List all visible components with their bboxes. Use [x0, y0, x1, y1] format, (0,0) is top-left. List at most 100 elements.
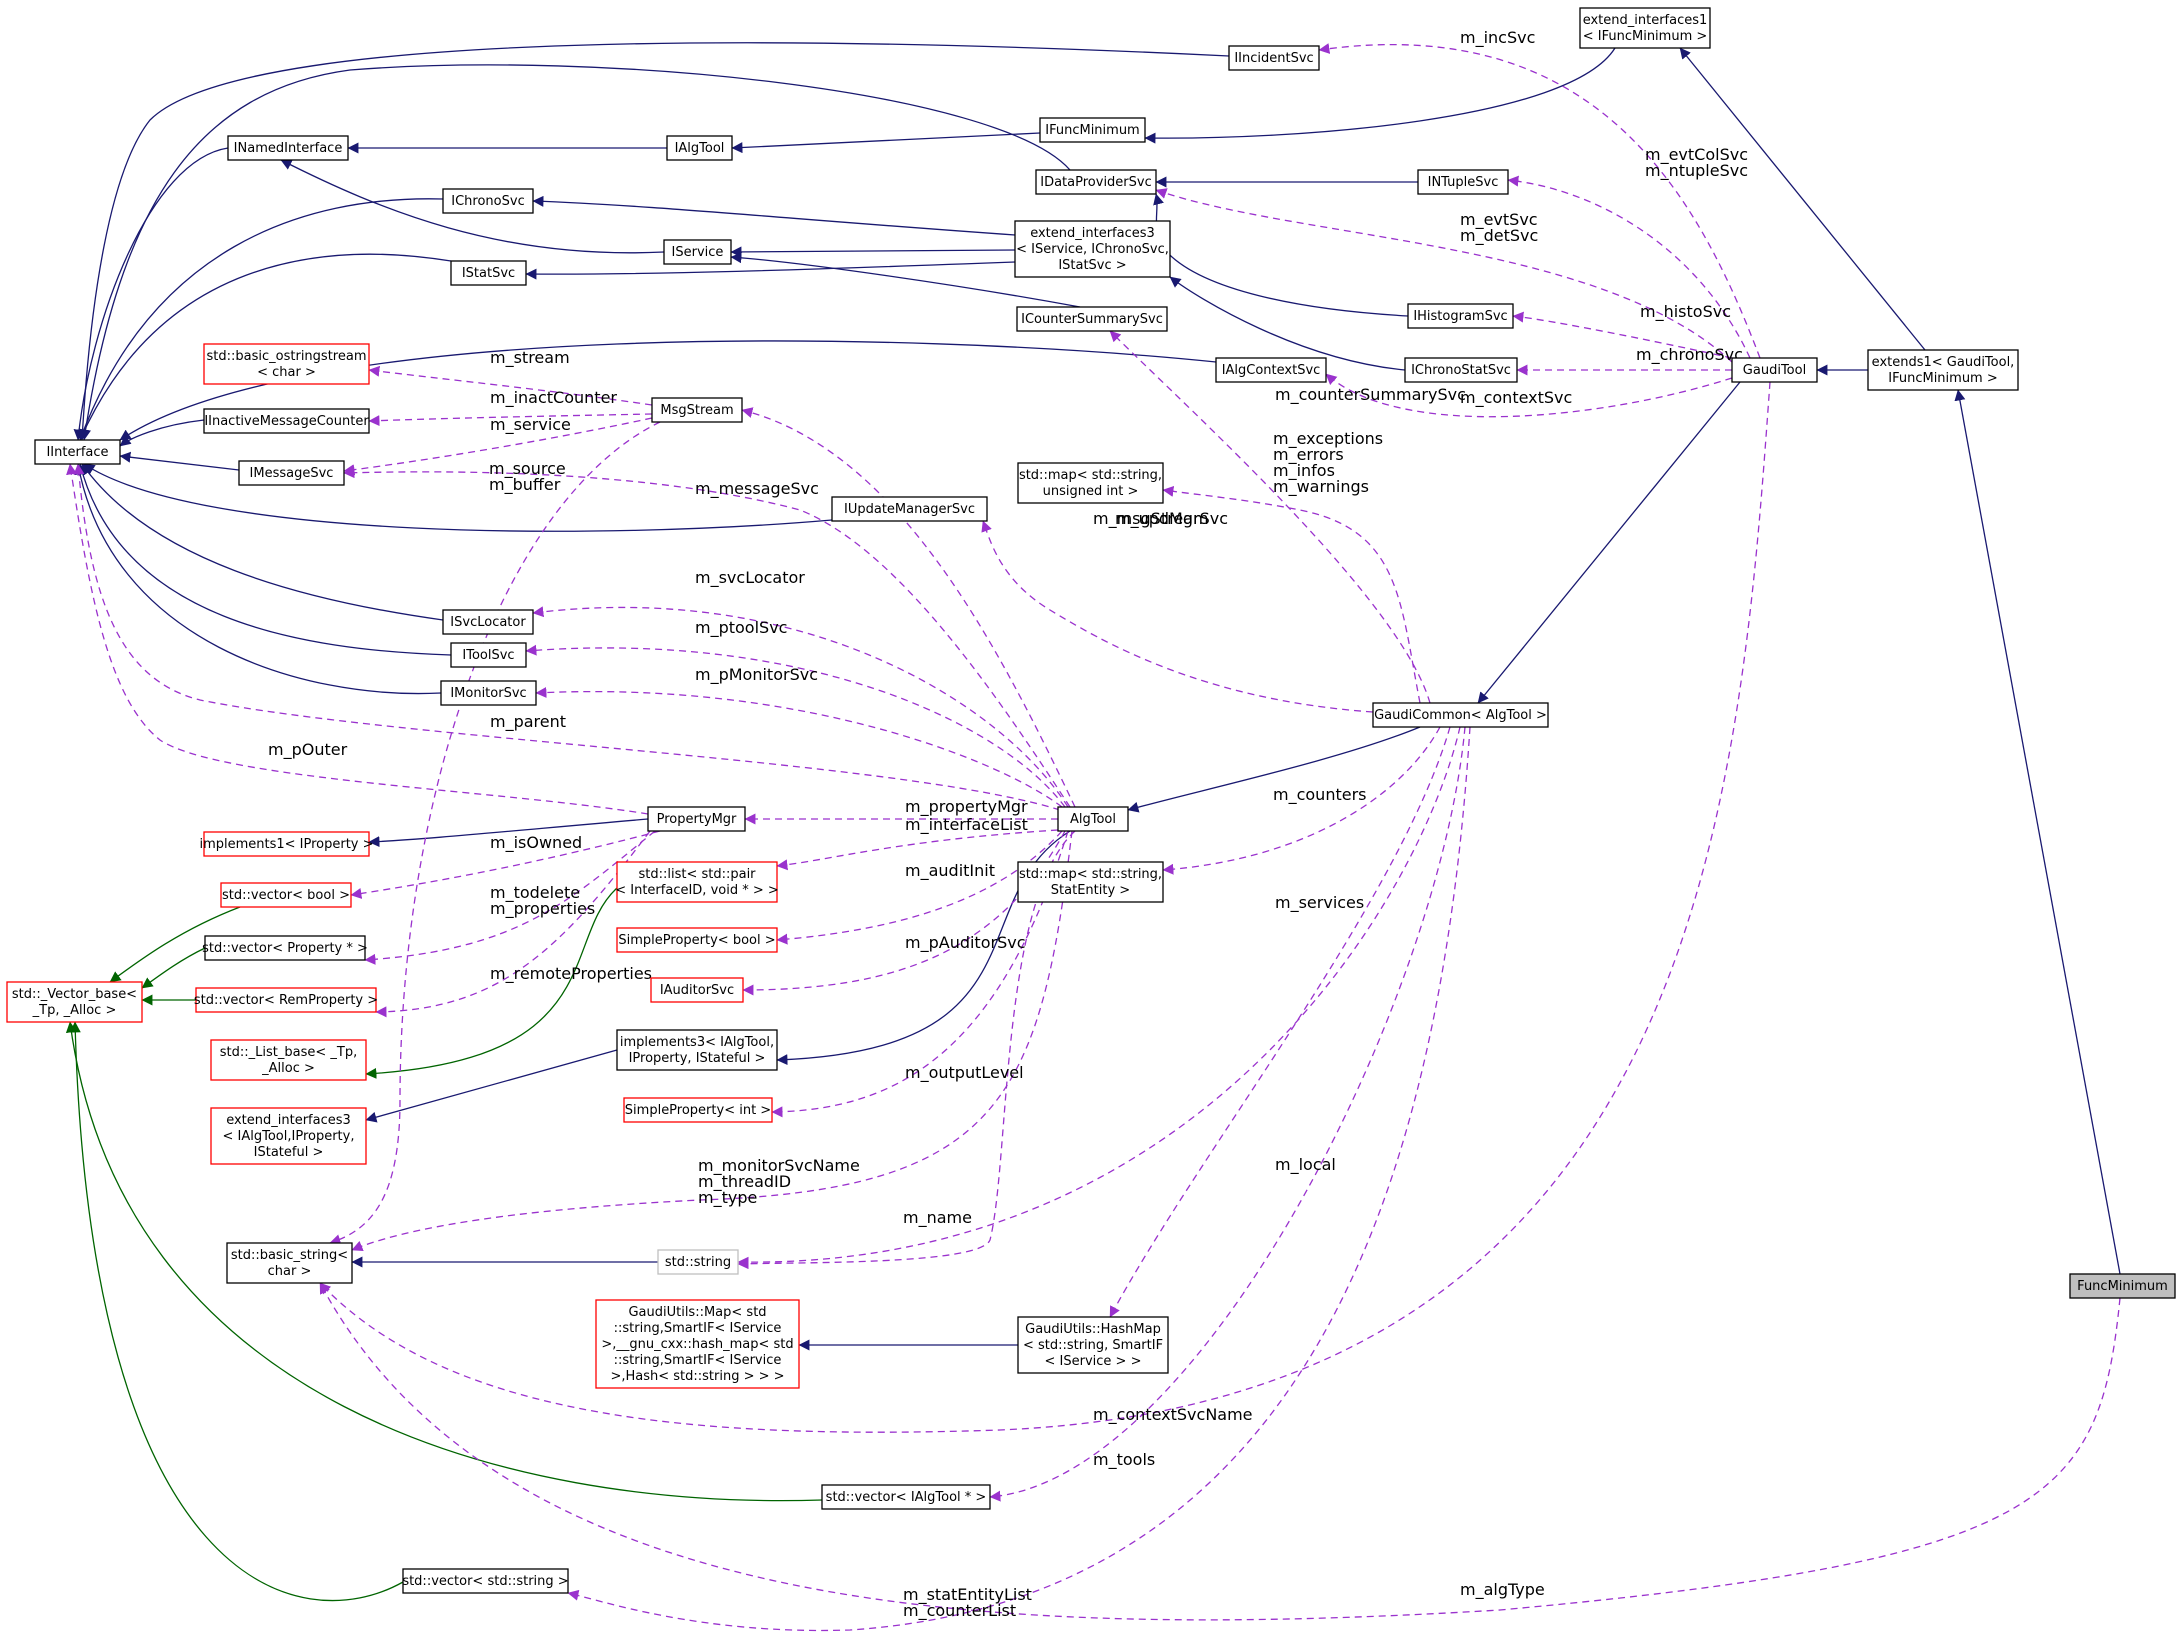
class-node-ichrono-stat-svc[interactable]: IChronoStatSvc: [1404, 357, 1518, 383]
inheritance-edge-implements3-to-extend-interfaces3b: [365, 1049, 618, 1123]
inheritance-edge-vector-property-to-vector-base: [141, 947, 206, 989]
class-node-inamed-interface[interactable]: INamedInterface: [227, 135, 349, 161]
class-node-ifunc-minimum[interactable]: IFuncMinimum: [1039, 117, 1146, 143]
edge-label-line: m_statEntityList: [903, 1585, 1032, 1605]
class-node-iauditor-svc[interactable]: IAuditorSvc: [650, 977, 744, 1003]
edge-label-alg-tool-to-imonitor-svc: m_pMonitorSvc: [695, 665, 818, 685]
class-node-label-line: MsgStream: [660, 403, 733, 418]
inheritance-edge-extend-interfaces3-to-istat-svc: [525, 261, 1016, 280]
usage-edge-alg-tool-to-iauditor-svc: [742, 830, 1066, 996]
class-node-vector-ialgtool[interactable]: std::vector< IAlgTool * >: [821, 1484, 991, 1510]
class-node-implements3[interactable]: implements3< IAlgTool,IProperty, IStatef…: [616, 1029, 778, 1071]
class-node-label-line: IService: [672, 245, 724, 260]
class-node-extend-interfaces3b[interactable]: extend_interfaces3< IAlgTool,IProperty,I…: [210, 1107, 367, 1165]
class-node-label-line: ::string,SmartIF< IService: [614, 1321, 782, 1336]
class-node-simple-property-bool[interactable]: SimpleProperty< bool >: [616, 927, 778, 953]
inheritance-edge-imessage-svc-to-iinterface: [119, 451, 240, 471]
class-node-icounter-summary-svc[interactable]: ICounterSummarySvc: [1016, 306, 1168, 332]
class-node-extends1[interactable]: extends1< GaudiTool,IFuncMinimum >: [1867, 349, 2019, 391]
edge-label-line: m_algType: [1460, 1580, 1545, 1600]
class-node-label-line: IInactiveMessageCounter: [204, 414, 369, 429]
usage-edge-property-mgr-to-iinterface: [66, 463, 649, 815]
usage-edge-alg-tool-to-simple-property-int: [771, 830, 1069, 1118]
edge-label-line: m_incSvc: [1460, 28, 1535, 48]
class-node-list-pair[interactable]: std::list< std::pair< InterfaceID, void …: [615, 861, 779, 903]
class-node-imonitor-svc[interactable]: IMonitorSvc: [440, 680, 537, 706]
edge-label-line: m_isOwned: [490, 833, 582, 853]
inheritance-edge-list-pair-to-list-base: [365, 887, 618, 1079]
class-node-vector-remprop[interactable]: std::vector< RemProperty >: [194, 987, 378, 1013]
class-node-label-line: extends1< GaudiTool,: [1872, 355, 2015, 370]
class-node-itool-svc[interactable]: IToolSvc: [450, 642, 527, 668]
node-layer: IInterface INamedInterface IAlgTool IFuncMi…: [6, 7, 2176, 1594]
class-node-intuple-svc[interactable]: INTupleSvc: [1417, 169, 1509, 195]
class-node-gaudi-utils-hash-map[interactable]: GaudiUtils::HashMap< std::string, SmartI…: [1017, 1316, 1169, 1374]
class-node-iinterface[interactable]: IInterface: [34, 439, 121, 465]
inheritance-edge-ialg-context-svc-to-iinterface: [119, 340, 1217, 441]
class-node-property-mgr[interactable]: PropertyMgr: [647, 806, 746, 832]
class-node-vector-base[interactable]: std::_Vector_base<_Tp, _Alloc >: [6, 981, 143, 1023]
class-node-extend-interfaces3[interactable]: extend_interfaces3< IService, IChronoSvc…: [1014, 220, 1171, 278]
edge-label-line: m_counters: [1273, 785, 1366, 805]
edge-label-line: m_svcLocator: [695, 568, 805, 588]
class-node-label-line: std::vector< IAlgTool * >: [826, 1490, 987, 1505]
class-node-basic-string[interactable]: std::basic_string<char >: [226, 1242, 353, 1284]
class-node-label: std::list< std::pair< InterfaceID, void …: [615, 867, 779, 898]
class-node-list-base[interactable]: std::_List_base< _Tp,_Alloc >: [210, 1039, 367, 1081]
edge-label-alg-tool-to-isvc-locator: m_svcLocator: [695, 568, 805, 588]
class-node-label-line: < IAlgTool,IProperty,: [223, 1129, 355, 1144]
class-node-std-string[interactable]: std::string: [657, 1249, 739, 1275]
class-node-vector-bool[interactable]: std::vector< bool >: [220, 882, 352, 908]
class-node-simple-property-int[interactable]: SimpleProperty< int >: [623, 1097, 773, 1123]
class-node-vector-property[interactable]: std::vector< Property * >: [202, 935, 368, 961]
edge-label-gaudi-tool-to-basic-string: m_contextSvcName: [1093, 1405, 1253, 1425]
edge-label-gaudi-tool-to-ialg-context-svc: m_contextSvc: [1460, 388, 1572, 408]
edge-label-alg-tool-to-itool-svc: m_ptoolSvc: [695, 618, 787, 638]
class-node-gaudi-tool[interactable]: GaudiTool: [1731, 357, 1818, 383]
class-node-label-line: IChronoSvc: [451, 194, 524, 209]
class-node-vector-string[interactable]: std::vector< std::string >: [402, 1568, 569, 1594]
usage-edge-gaudi-tool-to-basic-string: [319, 381, 1771, 1433]
class-node-map-uint[interactable]: std::map< std::string,unsigned int >: [1017, 462, 1164, 504]
class-node-ialg-context-svc[interactable]: IAlgContextSvc: [1215, 357, 1327, 383]
class-node-iservice[interactable]: IService: [663, 239, 732, 265]
inheritance-edge-gaudi-tool-to-gaudi-common: [1477, 381, 1741, 704]
class-node-ialg-tool[interactable]: IAlgTool: [666, 135, 733, 161]
class-node-implements1[interactable]: implements1< IProperty >: [199, 831, 374, 857]
edge-label-line: m_counterList: [903, 1601, 1016, 1621]
class-node-label-line: GaudiUtils::Map< std: [628, 1305, 766, 1320]
class-node-label: ISvcLocator: [450, 615, 526, 630]
class-node-map-stat[interactable]: std::map< std::string,StatEntity >: [1017, 861, 1164, 903]
class-node-label-line: IAuditorSvc: [660, 983, 734, 998]
class-node-extend-interfaces1[interactable]: extend_interfaces1< IFuncMinimum >: [1579, 7, 1711, 49]
class-node-gaudi-utils-map[interactable]: GaudiUtils::Map< std::string,SmartIF< IS…: [595, 1299, 800, 1389]
class-node-label-line: ::string,SmartIF< IService: [614, 1353, 782, 1368]
edge-label-line: m_properties: [490, 899, 595, 919]
class-node-label-line: SimpleProperty< int >: [625, 1103, 771, 1118]
class-node-iincident-svc[interactable]: IIncidentSvc: [1228, 45, 1320, 71]
class-node-label-line: std::vector< std::string >: [402, 1574, 568, 1589]
class-node-basic-ostringstream[interactable]: std::basic_ostringstream< char >: [203, 343, 370, 385]
class-node-alg-tool[interactable]: AlgTool: [1057, 806, 1129, 832]
class-node-idata-provider-svc[interactable]: IDataProviderSvc: [1035, 169, 1157, 195]
class-node-ichrono-svc[interactable]: IChronoSvc: [442, 188, 534, 214]
class-node-label: INTupleSvc: [1428, 175, 1499, 190]
class-node-ihistogram-svc[interactable]: IHistogramSvc: [1407, 303, 1514, 329]
class-node-istat-svc[interactable]: IStatSvc: [450, 260, 527, 286]
class-node-iinactive-message-counter[interactable]: IInactiveMessageCounter: [203, 408, 370, 434]
class-node-msg-stream[interactable]: MsgStream: [651, 397, 743, 423]
class-node-label: SimpleProperty< int >: [625, 1103, 771, 1118]
class-node-iupdate-manager-svc[interactable]: IUpdateManagerSvc: [831, 496, 988, 522]
edge-label-gaudi-common-to-gaudi-utils-hash-map: m_services: [1275, 893, 1364, 913]
edge-label-gaudi-common-to-iupdate-manager-svc: m_updMgrSvc: [1115, 509, 1228, 529]
class-node-label-line: std::_List_base< _Tp,: [220, 1045, 357, 1060]
class-node-isvc-locator[interactable]: ISvcLocator: [442, 609, 534, 635]
class-node-imessage-svc[interactable]: IMessageSvc: [238, 460, 345, 486]
class-node-label: INamedInterface: [234, 141, 343, 156]
class-node-label-line: IFuncMinimum: [1045, 123, 1139, 138]
class-node-label-line: IStatSvc >: [1058, 258, 1126, 273]
class-node-func-minimum[interactable]: FuncMinimum: [2069, 1273, 2176, 1299]
edge-label-line: m_msgStream: [1093, 509, 1209, 529]
class-node-gaudi-common[interactable]: GaudiCommon< AlgTool >: [1372, 702, 1549, 728]
